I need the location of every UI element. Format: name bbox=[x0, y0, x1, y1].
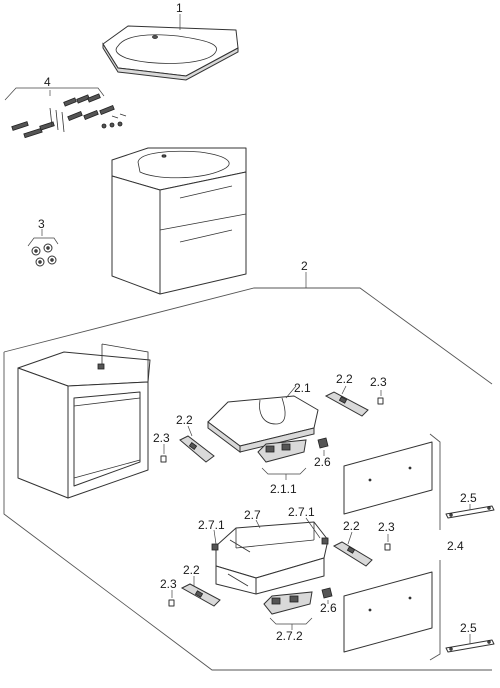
washbasin bbox=[102, 14, 239, 81]
label-4: 4 bbox=[44, 75, 51, 89]
cabinet-carcass bbox=[17, 343, 151, 499]
clip-upper bbox=[317, 437, 329, 456]
exploded-frame bbox=[3, 272, 493, 671]
cap-lower-right bbox=[384, 534, 391, 551]
cap-top-right bbox=[377, 390, 384, 405]
runner-lower-left bbox=[180, 576, 221, 607]
label-2-5-lower: 2.5 bbox=[460, 621, 477, 635]
lower-drawer bbox=[211, 517, 329, 595]
label-2-2-top-right: 2.2 bbox=[336, 372, 353, 386]
cap-upper-left bbox=[160, 444, 167, 463]
label-2-7-1-left: 2.7.1 bbox=[198, 518, 225, 532]
label-2-6-upper: 2.6 bbox=[314, 455, 331, 469]
handle-upper bbox=[445, 504, 495, 519]
label-2-3-upper-left: 2.3 bbox=[153, 431, 170, 445]
label-2-2-lower-right: 2.2 bbox=[343, 519, 360, 533]
lower-drawer-rail-set bbox=[263, 591, 313, 630]
label-1: 1 bbox=[176, 1, 183, 15]
clip-lower bbox=[321, 587, 333, 604]
label-2-5-upper: 2.5 bbox=[460, 491, 477, 505]
front-panel-lower bbox=[343, 571, 433, 653]
label-2-2-upper-left: 2.2 bbox=[176, 413, 193, 427]
upper-drawer bbox=[207, 385, 319, 453]
vanity-unit-assembled bbox=[111, 147, 247, 295]
label-2-7-2: 2.7.2 bbox=[276, 629, 303, 643]
label-2-6-lower: 2.6 bbox=[320, 601, 337, 615]
label-2-1: 2.1 bbox=[294, 381, 311, 395]
label-2-3-lower-right: 2.3 bbox=[378, 520, 395, 534]
label-2-1-1: 2.1.1 bbox=[270, 482, 297, 496]
label-3: 3 bbox=[38, 217, 45, 231]
clips bbox=[27, 229, 59, 267]
front-panel-upper bbox=[343, 441, 433, 515]
fixing-set bbox=[4, 87, 127, 139]
cap-lower-left bbox=[168, 590, 175, 607]
label-2-2-lower-left: 2.2 bbox=[183, 563, 200, 577]
label-2-3-top-right: 2.3 bbox=[370, 375, 387, 389]
front-panel-bracket bbox=[429, 433, 441, 661]
label-2-3-lower-left: 2.3 bbox=[160, 577, 177, 591]
upper-drawer-rail-set bbox=[257, 439, 307, 480]
label-2-4: 2.4 bbox=[447, 539, 464, 553]
runner-top-right bbox=[324, 385, 369, 417]
label-2: 2 bbox=[301, 259, 308, 273]
runner-upper-left bbox=[179, 425, 215, 463]
handle-lower bbox=[445, 634, 495, 653]
runner-lower-right bbox=[332, 531, 373, 567]
label-2-7: 2.7 bbox=[244, 508, 261, 522]
label-2-7-1-right: 2.7.1 bbox=[288, 505, 315, 519]
